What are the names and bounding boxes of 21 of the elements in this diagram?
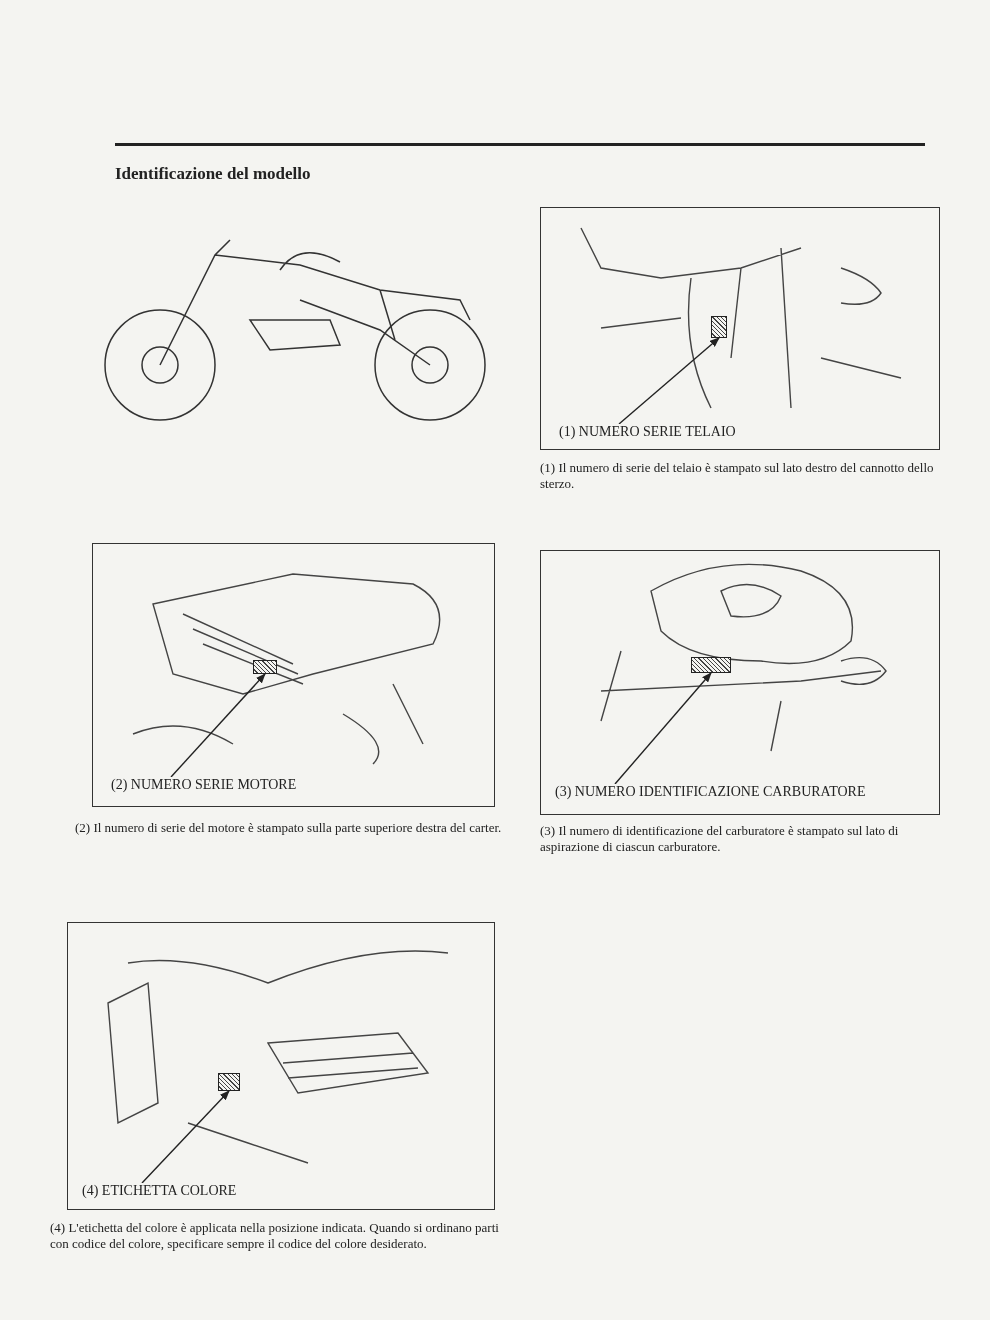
page-title: Identificazione del modello — [115, 164, 311, 184]
leader-arrow — [614, 672, 712, 785]
illustration-panel — [540, 550, 940, 815]
part-label: (3) NUMERO IDENTIFICAZIONE CARBURATORE — [555, 784, 866, 800]
stamped-area — [218, 1073, 240, 1091]
illustration-panel — [67, 922, 495, 1210]
stamped-area — [711, 316, 727, 338]
caption: (4) L'etichetta del colore è applicata nella posizione indicata. Quando si ordinano parti con codice del colore, specificare sempre il codice del colore desiderato. — [50, 1220, 500, 1252]
illustration-panel — [540, 207, 940, 450]
leader-arrow — [141, 1090, 230, 1184]
part-label: (2) NUMERO SERIE MOTORE — [111, 777, 297, 793]
illustration-panel — [92, 543, 495, 807]
part-label: (1) NUMERO SERIE TELAIO — [559, 424, 736, 440]
leader-arrow — [170, 673, 266, 778]
caption: (2) Il numero di serie del motore è stampato sulla parte superiore destra del carter. — [75, 820, 503, 836]
caption: (3) Il numero di identificazione del carburatore è stampato sul lato di aspirazione di ciascun carburatore. — [540, 823, 900, 855]
leader-arrow — [618, 337, 720, 425]
stamped-area — [691, 657, 731, 673]
part-label: (4) ETICHETTA COLORE — [82, 1183, 237, 1199]
stamped-area — [253, 660, 277, 674]
caption: (1) Il numero di serie del telaio è stampato sul lato destro del cannotto dello sterzo. — [540, 460, 935, 492]
